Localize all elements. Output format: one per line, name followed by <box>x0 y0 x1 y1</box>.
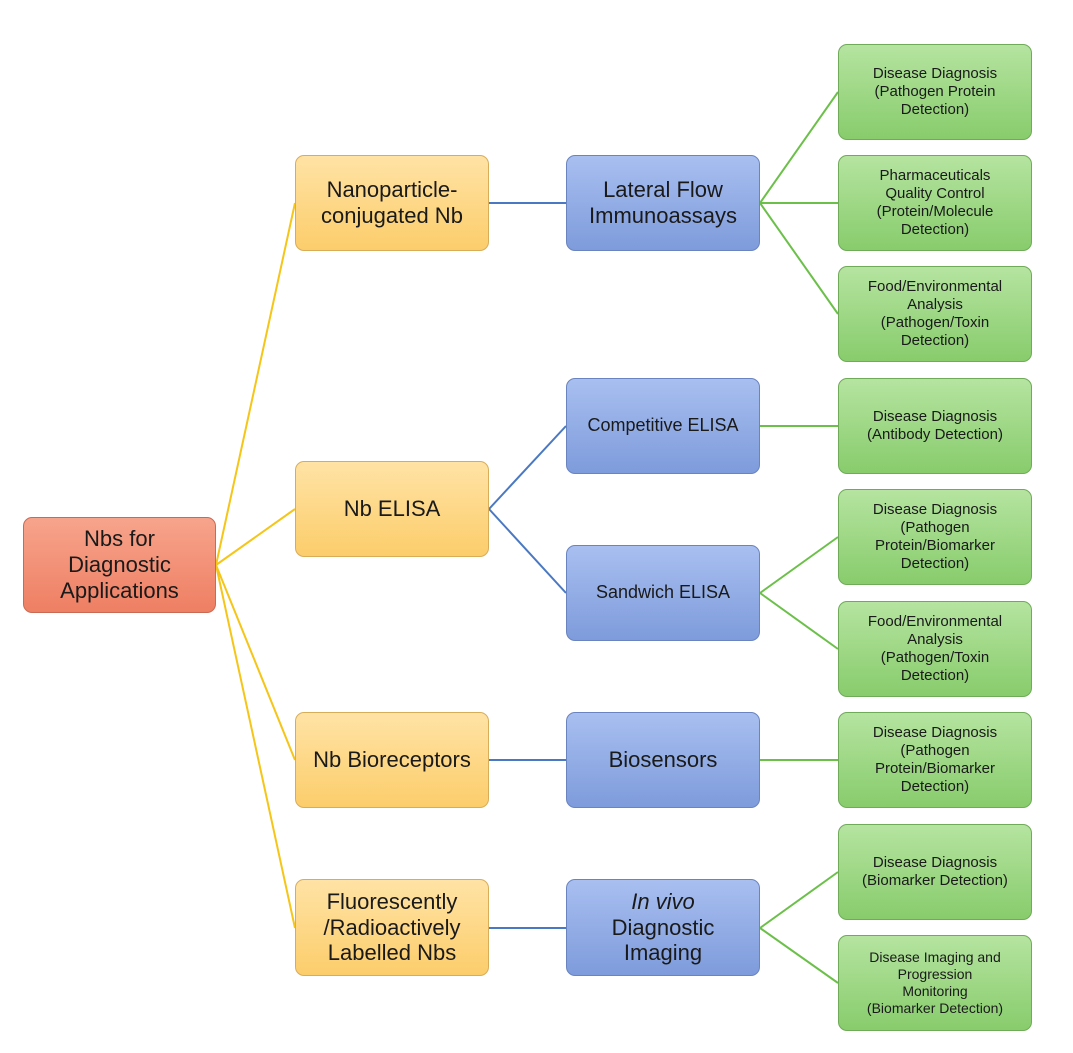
level2-label: Sandwich ELISA <box>595 582 731 603</box>
level3-node-2: Pharmaceuticals Quality Control (Protein… <box>838 155 1032 251</box>
level3-node-6: Food/Environmental Analysis (Pathogen/To… <box>838 601 1032 697</box>
connector-lateral-flow-leaf-3 <box>759 202 839 315</box>
level1-label: Fluorescently /Radioactively Labelled Nb… <box>323 888 461 966</box>
level2-label-italic: In vivo <box>631 888 695 914</box>
level1-node-bioreceptors: Nb Bioreceptors <box>295 712 489 808</box>
level2-node-biosensors: Biosensors <box>566 712 760 808</box>
level2-node-lateral-flow: Lateral Flow Immunoassays <box>566 155 760 251</box>
level2-label: Biosensors <box>608 747 718 773</box>
connector-sandwich-leaf-5 <box>759 536 839 594</box>
level3-label: Disease Imaging and Progression Monitori… <box>866 949 1004 1016</box>
level1-label: Nb Bioreceptors <box>313 747 471 773</box>
level2-label: Competitive ELISA <box>587 415 739 436</box>
level3-label: Disease Diagnosis (Pathogen Protein Dete… <box>872 65 998 118</box>
level1-node-nanoparticle: Nanoparticle- conjugated Nb <box>295 155 489 251</box>
level2-node-sandwich-elisa: Sandwich ELISA <box>566 545 760 641</box>
level3-node-9: Disease Imaging and Progression Monitori… <box>838 935 1032 1031</box>
connector-root-bioreceptors <box>215 564 296 761</box>
level3-node-7: Disease Diagnosis (Pathogen Protein/Biom… <box>838 712 1032 808</box>
connector-imaging-leaf-9 <box>759 927 839 984</box>
level1-label: Nb ELISA <box>343 496 441 522</box>
level1-label: Nanoparticle- conjugated Nb <box>321 177 463 228</box>
connector-lateral-flow-leaf-1 <box>759 91 839 204</box>
level3-label: Disease Diagnosis (Pathogen Protein/Biom… <box>872 724 998 795</box>
level2-node-diagnostic-imaging: In vivo Diagnostic Imaging <box>566 879 760 976</box>
connector-root-labelled <box>215 564 296 929</box>
level3-node-3: Food/Environmental Analysis (Pathogen/To… <box>838 266 1032 362</box>
connector-root-nanoparticle <box>215 202 296 566</box>
root-node: Nbs for Diagnostic Applications <box>23 517 216 613</box>
level3-label: Pharmaceuticals Quality Control (Protein… <box>876 167 994 238</box>
level1-node-elisa: Nb ELISA <box>295 461 489 557</box>
level3-node-1: Disease Diagnosis (Pathogen Protein Dete… <box>838 44 1032 140</box>
level2-label: Lateral Flow Immunoassays <box>589 177 737 228</box>
level3-node-5: Disease Diagnosis (Pathogen Protein/Biom… <box>838 489 1032 585</box>
level2-label: Diagnostic Imaging <box>611 914 715 966</box>
root-label: Nbs for Diagnostic Applications <box>60 526 179 603</box>
level3-label: Disease Diagnosis (Antibody Detection) <box>867 408 1003 443</box>
connector-elisa-sandwich <box>488 508 567 594</box>
level3-label: Disease Diagnosis (Pathogen Protein/Biom… <box>872 501 998 572</box>
level3-label: Food/Environmental Analysis (Pathogen/To… <box>867 613 1003 684</box>
level2-node-competitive-elisa: Competitive ELISA <box>566 378 760 474</box>
level3-label: Food/Environmental Analysis (Pathogen/To… <box>867 278 1003 349</box>
level1-node-labelled: Fluorescently /Radioactively Labelled Nb… <box>295 879 489 976</box>
level3-label: Disease Diagnosis (Biomarker Detection) <box>862 854 1008 889</box>
connector-imaging-leaf-8 <box>759 871 839 929</box>
level3-node-8: Disease Diagnosis (Biomarker Detection) <box>838 824 1032 920</box>
level3-node-4: Disease Diagnosis (Antibody Detection) <box>838 378 1032 474</box>
connector-elisa-competitive <box>488 425 567 510</box>
connector-sandwich-leaf-6 <box>759 592 839 650</box>
connector-root-elisa <box>215 508 296 566</box>
